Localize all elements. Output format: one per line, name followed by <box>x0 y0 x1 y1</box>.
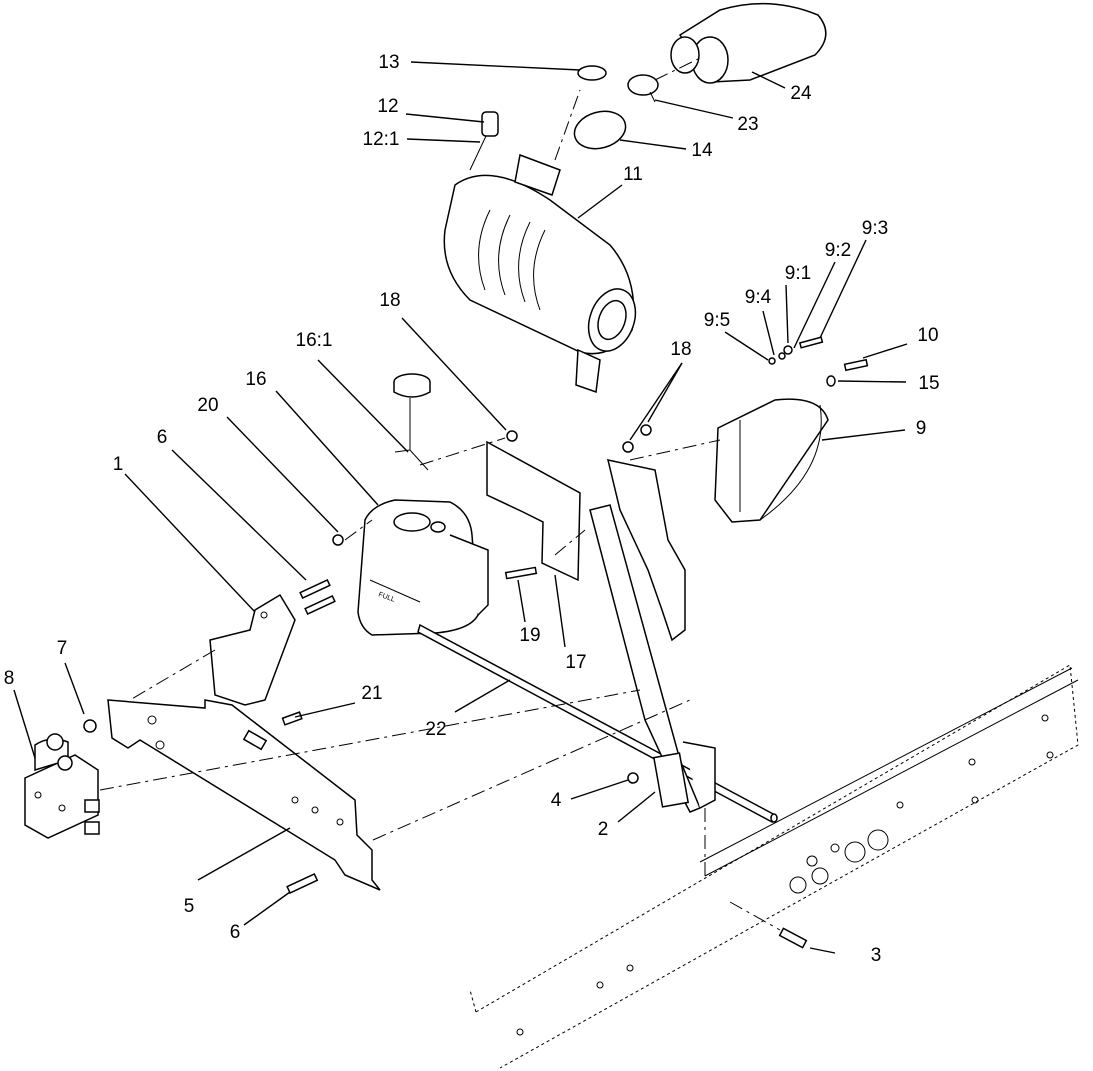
upright-support <box>589 459 716 813</box>
callout-10: 10 <box>917 325 938 346</box>
reservoir-tank: FULL <box>357 499 489 636</box>
callout-16: 16 <box>245 369 266 390</box>
callout-23: 23 <box>737 114 758 135</box>
plate-bracket <box>486 440 581 582</box>
callout-9-1: 9:1 <box>785 263 811 284</box>
hardware <box>83 336 869 949</box>
callout-21: 21 <box>361 683 382 704</box>
callout-8: 8 <box>4 668 15 689</box>
callout-1: 1 <box>113 454 124 475</box>
callout-9-2: 9:2 <box>825 240 851 261</box>
callout-labels: 1 2 3 4 5 6 6 7 8 9 9:1 9:2 9:3 9:4 9:5 … <box>4 52 940 966</box>
callout-9-4: 9:4 <box>745 287 772 308</box>
callout-9-5: 9:5 <box>704 310 730 331</box>
frame-rail <box>469 664 1079 1069</box>
callout-4: 4 <box>551 790 562 811</box>
band-clamp <box>714 398 829 523</box>
air-cleaner <box>443 153 637 394</box>
callout-20: 20 <box>197 395 218 416</box>
leader-lines <box>13 61 908 954</box>
callout-18-left: 18 <box>379 290 400 311</box>
support-bracket <box>209 593 296 706</box>
callout-15: 15 <box>918 373 939 394</box>
callout-13: 13 <box>378 52 399 73</box>
callout-17: 17 <box>565 652 586 673</box>
clamps <box>573 65 659 150</box>
mounting-bracket <box>107 699 381 891</box>
callout-9: 9 <box>916 418 927 439</box>
restriction-indicator <box>469 111 499 171</box>
callout-7: 7 <box>57 638 68 659</box>
callout-24: 24 <box>790 83 812 104</box>
dipstick <box>393 373 431 471</box>
callout-14: 14 <box>691 140 713 161</box>
hose <box>417 623 778 824</box>
intake-tube <box>670 2 827 84</box>
callout-18-right: 18 <box>670 339 691 360</box>
callout-22: 22 <box>425 719 446 740</box>
alignment-lines <box>99 57 781 931</box>
callout-6-lower: 6 <box>230 922 241 943</box>
callout-11: 11 <box>623 164 643 185</box>
callout-12-1: 12:1 <box>363 129 400 150</box>
callout-12: 12 <box>377 96 398 117</box>
callout-6-upper: 6 <box>157 427 168 448</box>
callout-19: 19 <box>519 625 540 646</box>
valve-block <box>24 733 100 839</box>
callout-3: 3 <box>871 945 882 966</box>
callout-9-3: 9:3 <box>862 218 888 239</box>
callout-2: 2 <box>598 819 609 840</box>
callout-5: 5 <box>184 896 195 917</box>
callout-16-1: 16:1 <box>296 330 333 351</box>
